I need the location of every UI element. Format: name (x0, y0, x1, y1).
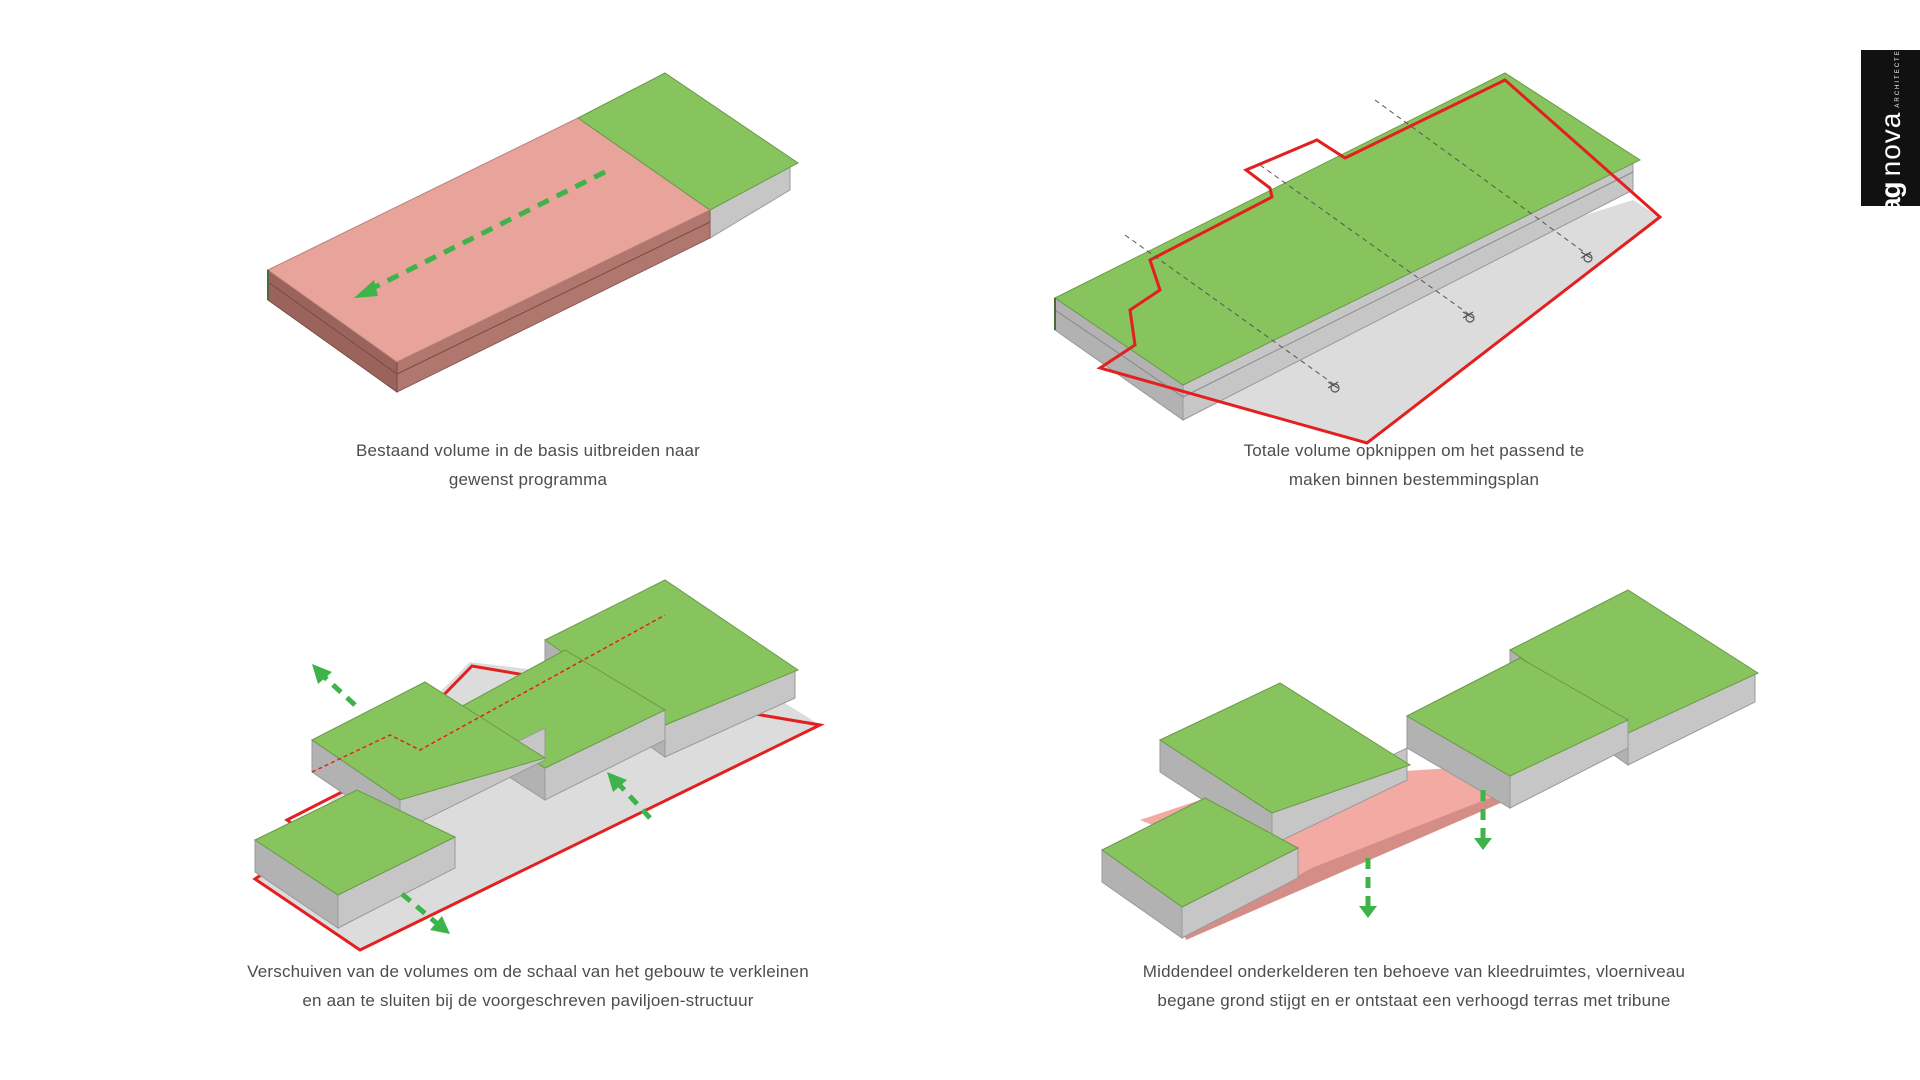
caption-3: Verschuiven van de volumes om de schaal … (178, 957, 878, 1015)
green-roof (1054, 72, 1642, 386)
scissors-icon (1327, 251, 1593, 393)
down-arrow-icon (1359, 906, 1377, 918)
cut-lines (1124, 99, 1589, 386)
caption-3-line-1: Verschuiven van de volumes om de schaal … (247, 962, 809, 981)
roof-middle (1405, 657, 1630, 777)
arrow-head-icon (607, 772, 627, 792)
caption-1-line-1: Bestaand volume in de basis uitbreiden n… (355, 441, 701, 460)
logo-text: ag nova ARCHITECTEN (1875, 43, 1907, 213)
caption-4-line-2: begane grond stijgt en er ontstaat een v… (1157, 991, 1671, 1010)
roof-small (253, 789, 457, 896)
logo-name: nova (1874, 111, 1906, 177)
roof-left (1158, 682, 1412, 814)
caption-1-line-2: gewenst programma (448, 470, 608, 489)
arrow-head-icon (430, 916, 450, 934)
diagram-2: Totale volume opknippen om het passend t… (960, 0, 1920, 540)
caption-2-line-2: maken binnen bestemmingsplan (1288, 470, 1540, 489)
caption-4: Middendeel onderkelderen ten behoeve van… (1064, 957, 1764, 1015)
green-roof (577, 72, 799, 211)
down-arrow-icon (1474, 838, 1492, 850)
brand-logo: ag nova ARCHITECTEN (1861, 43, 1920, 213)
diagram-3: Verschuiven van de volumes om de schaal … (0, 540, 960, 1080)
diagram-3-drawing (252, 579, 825, 952)
caption-2-line-1: Totale volume opknippen om het passend t… (1243, 441, 1585, 460)
arrow-head-icon (312, 664, 332, 684)
roof-left (311, 681, 547, 801)
diagram-4-drawing (1101, 589, 1760, 940)
diagram-4: Middendeel onderkelderen ten behoeve van… (960, 540, 1920, 1080)
diagram-2-drawing (1054, 72, 1663, 445)
logo-subtitle: ARCHITECTEN (1894, 42, 1901, 108)
logo-mark: ag (1874, 182, 1906, 214)
caption-4-line-1: Middendeel onderkelderen ten behoeve van… (1142, 962, 1686, 981)
diagram-1: Bestaand volume in de basis uitbreiden n… (0, 0, 960, 540)
caption-1: Bestaand volume in de basis uitbreiden n… (178, 436, 878, 494)
caption-3-line-2: en aan te sluiten bij de voorgeschreven … (302, 991, 754, 1010)
zoning-boundary (1096, 78, 1663, 445)
diagram-1-drawing (267, 72, 799, 393)
roof-small (1101, 797, 1300, 908)
lower-arrows (1365, 790, 1486, 908)
shift-arrows (318, 671, 652, 928)
caption-2: Totale volume opknippen om het passend t… (1064, 436, 1764, 494)
expand-arrow-icon (354, 169, 607, 298)
